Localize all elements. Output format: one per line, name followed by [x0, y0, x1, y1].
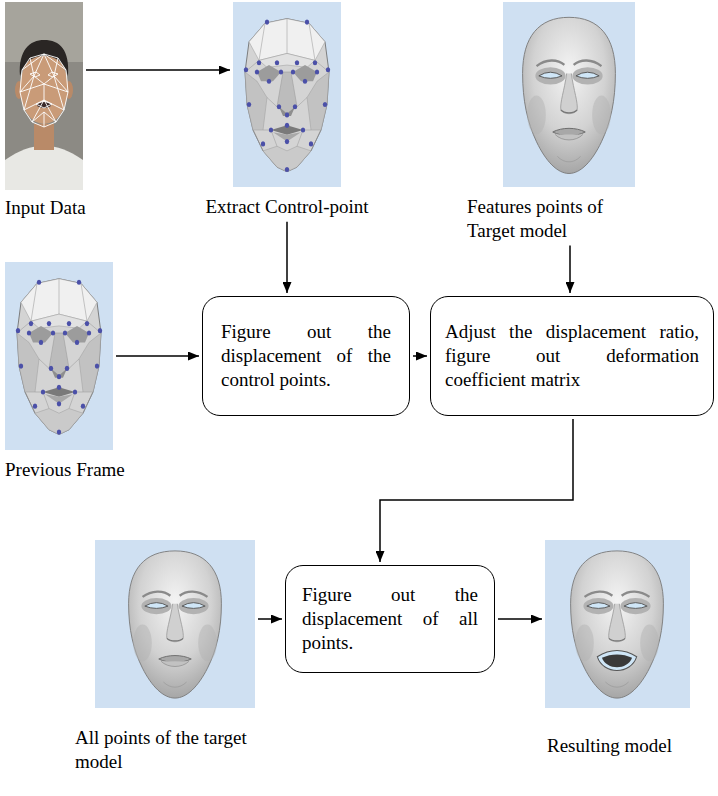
illustration-part	[5, 146, 83, 190]
illustration-part	[503, 2, 635, 187]
illustration-part	[129, 551, 222, 698]
flow-arrow	[116, 355, 199, 357]
illustration-part	[553, 128, 585, 140]
flow-arrow	[413, 355, 427, 357]
figure-caption: Resulting model	[547, 734, 697, 758]
illustration-part	[16, 279, 102, 435]
process-box: Figure out the displacement of the contr…	[202, 296, 410, 416]
illustration-part	[30, 72, 40, 77]
target-feature-face	[503, 2, 635, 187]
figure-panel: Features points of Target model	[503, 2, 635, 187]
illustration-part	[159, 656, 191, 667]
figure-caption: Extract Control-point	[173, 195, 401, 219]
flow-arrow	[569, 246, 571, 294]
illustration-part	[20, 40, 68, 76]
previous-frame-face	[5, 262, 113, 450]
target-model-face	[95, 540, 255, 708]
box-text: Adjust the displacement ratio, figure ou…	[445, 320, 699, 391]
illustration-part	[597, 651, 636, 671]
figure-panel: Resulting model	[545, 540, 690, 708]
illustration-part	[20, 54, 68, 127]
illustration-part	[95, 540, 255, 708]
figure-caption: Previous Frame	[5, 458, 155, 482]
flow-arrow	[86, 69, 230, 71]
illustration-part	[20, 54, 68, 127]
illustration-part	[129, 551, 222, 698]
illustration-part	[244, 19, 330, 172]
figure-panel: Input Data	[5, 2, 83, 190]
flow-arrow	[258, 618, 282, 620]
result-model-face	[545, 540, 690, 708]
figure-caption: Features points of Target model	[467, 195, 632, 243]
flow-arrow	[498, 618, 542, 620]
illustration-part	[5, 262, 113, 450]
control-point-face	[233, 2, 341, 187]
figure-caption: Input Data	[5, 196, 115, 220]
illustration-part	[571, 551, 664, 698]
figure-caption: All points of the target model	[75, 726, 253, 774]
illustration-part	[233, 2, 341, 187]
process-box: Figure out the displacement of all point…	[285, 565, 495, 673]
box-text: Figure out the displacement of the contr…	[221, 320, 391, 391]
illustration-part	[20, 54, 68, 127]
illustration-part	[34, 124, 54, 150]
figure-panel: All points of the target model	[95, 540, 255, 708]
flow-arrow	[286, 222, 288, 293]
illustration-part	[5, 2, 83, 190]
figure-panel: Previous Frame	[5, 262, 113, 450]
illustration-part	[545, 540, 690, 708]
illustration-part	[48, 72, 58, 77]
illustration-part	[523, 17, 616, 173]
illustration-part	[36, 101, 52, 108]
illustration-part	[523, 17, 616, 173]
box-text: Figure out the displacement of all point…	[302, 583, 478, 654]
figure-panel: Extract Control-point	[233, 2, 341, 187]
illustration-part	[37, 102, 51, 108]
input-photo	[5, 2, 83, 190]
process-box: Adjust the displacement ratio, figure ou…	[430, 296, 714, 416]
illustration-part	[571, 551, 664, 698]
flow-arrow	[380, 419, 573, 562]
